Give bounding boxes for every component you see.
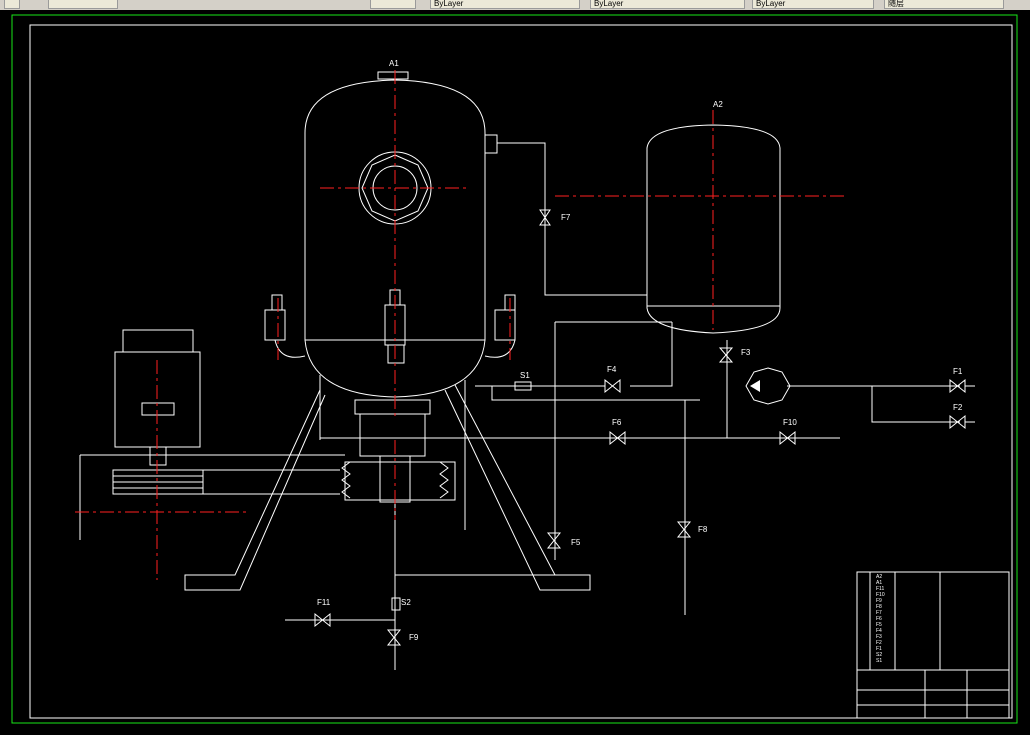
tb-row: F3 <box>876 634 882 640</box>
label-a2: A2 <box>713 100 723 109</box>
label-f3: F3 <box>741 348 751 357</box>
belt-drive <box>112 455 456 670</box>
pump <box>745 367 791 405</box>
tb-row: F11 <box>876 586 884 592</box>
window-icon[interactable] <box>4 0 20 9</box>
drawing-canvas[interactable]: A1 A2 F7 F3 F4 S1 F6 F10 F5 F8 F1 F2 F11… <box>0 10 1030 731</box>
centre-lines <box>75 70 845 580</box>
tb-row: F2 <box>876 640 882 646</box>
inner-frame <box>29 24 1013 719</box>
tb-row: F10 <box>876 592 885 598</box>
motor <box>79 329 345 540</box>
tb-row: A2 <box>876 574 882 580</box>
tb-row: F8 <box>876 604 882 610</box>
tb-row: F5 <box>876 622 882 628</box>
support-legs <box>184 375 591 591</box>
valves <box>314 209 966 646</box>
tb-row: F9 <box>876 598 882 604</box>
labels: A1 A2 F7 F3 F4 S1 F6 F10 F5 F8 F1 F2 F11… <box>317 59 963 642</box>
label-f4: F4 <box>607 365 617 374</box>
tb-row: F7 <box>876 610 882 616</box>
tb-row: A1 <box>876 580 882 586</box>
label-f6: F6 <box>612 418 622 427</box>
label-f2: F2 <box>953 403 963 412</box>
label-f1: F1 <box>953 367 963 376</box>
color-combo[interactable]: ByLayer <box>430 0 580 9</box>
color-combo-label: ByLayer <box>434 0 464 8</box>
label-f5: F5 <box>571 538 581 547</box>
label-f10: F10 <box>783 418 797 427</box>
piping <box>285 142 975 621</box>
title-block <box>856 571 1010 719</box>
label-f11: F11 <box>317 598 331 607</box>
outer-frame <box>11 14 1018 724</box>
label-a1: A1 <box>389 59 399 68</box>
tb-row: F6 <box>876 616 882 622</box>
lineweight-combo[interactable]: ByLayer <box>752 0 874 9</box>
label-f9: F9 <box>409 633 419 642</box>
label-f8: F8 <box>698 525 708 534</box>
layer-tools[interactable] <box>48 0 118 9</box>
pump-arrow <box>750 380 760 392</box>
tb-row: F1 <box>876 646 882 652</box>
tb-row: S2 <box>876 652 882 658</box>
label-s1: S1 <box>520 371 530 380</box>
lineweight-combo-label: ByLayer <box>756 0 786 8</box>
linetype-combo-label: ByLayer <box>594 0 624 8</box>
tb-row: F4 <box>876 628 882 634</box>
plotstyle-combo[interactable]: 随层 <box>884 0 1004 9</box>
cad-drawing: A1 A2 F7 F3 F4 S1 F6 F10 F5 F8 F1 F2 F11… <box>11 14 1018 724</box>
tb-row: S1 <box>876 658 882 664</box>
label-f7: F7 <box>561 213 571 222</box>
tank-a1 <box>264 71 516 457</box>
layer-state-icon[interactable] <box>370 0 416 9</box>
plotstyle-combo-label: 随层 <box>888 0 904 8</box>
linetype-combo[interactable]: ByLayer <box>590 0 745 9</box>
title-block-rows: A2 A1 F11 F10 F9 F8 F7 F6 F5 F4 F3 F2 F1… <box>876 574 885 664</box>
label-s2: S2 <box>401 598 411 607</box>
